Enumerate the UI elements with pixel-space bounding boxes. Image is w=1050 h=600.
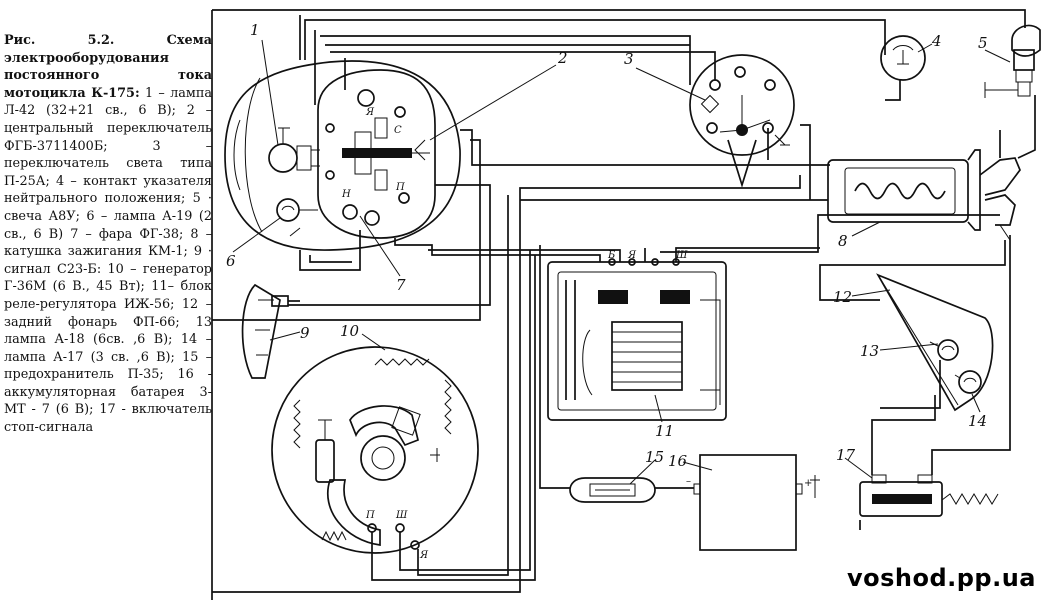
callout-13: 13 [860, 342, 879, 360]
callout-15: 15 [645, 448, 664, 466]
callout-leaders [232, 39, 1011, 485]
callout-9: 9 [300, 324, 310, 342]
caption-heading: Рис. 5.2. Схема электрооборудования пост… [4, 33, 212, 101]
callout-5: 5 [978, 34, 988, 52]
fuse [569, 477, 656, 503]
headlight-housing [224, 60, 461, 251]
generator-terminal-sh: Ш [395, 510, 408, 521]
lamp-13-bulb [929, 339, 959, 361]
wiring-diagram: Я С Н П [211, 9, 1041, 600]
callout-4: 4 [931, 32, 942, 50]
wiring-harness [211, 9, 1036, 600]
relay-terminal-sh: Ш [675, 250, 688, 261]
callout-6: 6 [226, 252, 236, 270]
rear-light [876, 273, 994, 412]
callout-3: 3 [624, 50, 634, 68]
switch-terminal-s: С [394, 125, 402, 136]
callout-2: 2 [557, 49, 568, 67]
callout-14: 14 [968, 412, 987, 430]
stop-light-switch [859, 474, 999, 517]
relay-terminal-ya: Я [627, 250, 637, 261]
neutral-indicator-contact [880, 35, 926, 81]
headlight-assembly: Я С Н П [224, 60, 461, 251]
caption-body: 1 – лампа Л-42 (32+21 св., 6 В); 2 – цен… [4, 85, 212, 436]
spark-plug [984, 24, 1041, 98]
ignition-coil [827, 149, 1021, 241]
callout-10: 10 [340, 322, 360, 340]
central-switch-contacts [325, 89, 430, 226]
generator-terminal-ya: Я [419, 550, 429, 561]
generator-terminal-p: П [365, 510, 375, 521]
callout-1: 1 [250, 21, 260, 39]
horn [241, 283, 300, 379]
lamp-14-bulb [954, 370, 982, 394]
lamp-1-bulb [268, 127, 320, 173]
relay-terminal-b: Б [607, 250, 616, 261]
callout-17: 17 [836, 446, 856, 464]
lamp-6-bulb [276, 198, 318, 237]
relay-regulator-block [547, 258, 727, 421]
callout-16: 16 [668, 452, 688, 470]
callout-8: 8 [838, 232, 848, 250]
battery-terminal-minus: – [686, 476, 691, 487]
switch-terminal-ya: Я [365, 107, 375, 118]
callout-7: 7 [396, 276, 406, 294]
battery [693, 454, 820, 551]
callout-11: 11 [655, 422, 674, 440]
switch-terminal-n: Н [341, 189, 351, 200]
central-switch-body [317, 69, 436, 239]
generator [271, 346, 479, 554]
callout-12: 12 [833, 288, 852, 306]
battery-terminal-plus: + [804, 478, 812, 489]
site-watermark: voshod.pp.ua [846, 564, 1036, 592]
figure-caption: Рис. 5.2. Схема электрооборудования пост… [4, 32, 212, 437]
light-switch [689, 54, 795, 188]
switch-terminal-p: П [395, 182, 405, 193]
